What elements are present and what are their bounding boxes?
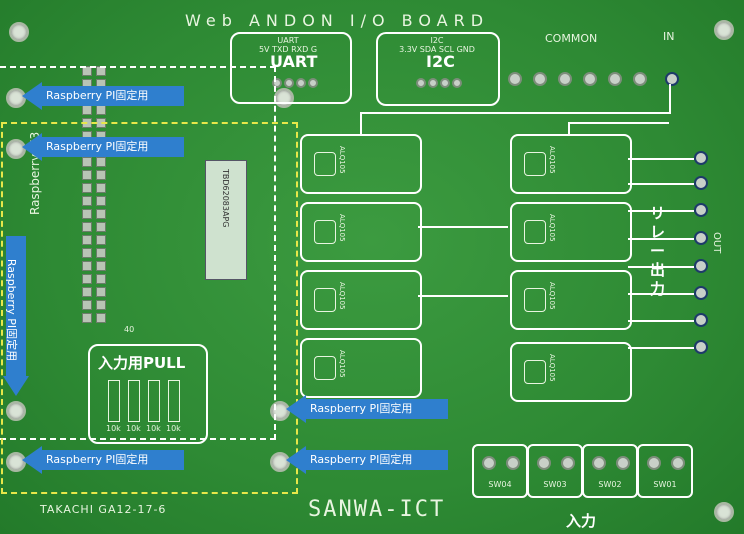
arrow-left-icon <box>286 446 306 474</box>
trace <box>628 266 694 268</box>
switch-sw02: SW02 <box>582 444 638 498</box>
trace <box>628 238 694 240</box>
trace <box>669 84 671 114</box>
relay-4: ALQ105 <box>300 338 422 398</box>
header-pin <box>82 170 92 180</box>
header-pin <box>82 248 92 258</box>
header-pin <box>82 157 92 167</box>
relay-5: ALQ105 <box>510 134 632 194</box>
common-label: COMMON <box>545 32 598 45</box>
trace <box>418 226 508 228</box>
trace <box>628 293 694 295</box>
trace <box>568 122 570 136</box>
arrow-left-icon <box>22 133 42 161</box>
trace <box>360 112 670 114</box>
pull-box: 入力用PULL 10k 10k 10k 10k <box>88 344 208 444</box>
header-pin <box>96 287 106 297</box>
pi-fix-tag: Raspberry PI固定用 <box>304 399 448 419</box>
header-pin <box>96 196 106 206</box>
switch-sw03: SW03 <box>527 444 583 498</box>
pi-fix-tag: Raspberry PI固定用 <box>40 450 184 470</box>
trace <box>628 210 694 212</box>
mount-hole <box>714 20 734 40</box>
header-pin <box>82 183 92 193</box>
uart-box: UART <box>230 32 352 104</box>
trace <box>568 122 669 124</box>
trace <box>628 183 694 185</box>
i2c-box: I2C <box>376 32 500 106</box>
trace <box>628 320 694 322</box>
header-pin <box>82 196 92 206</box>
header-pin <box>96 261 106 271</box>
header-pin <box>82 209 92 219</box>
mount-hole <box>9 22 29 42</box>
arrow-down-icon <box>3 376 29 396</box>
pi-outline <box>0 66 276 440</box>
header-pin <box>96 183 106 193</box>
header-pin <box>82 274 92 284</box>
input-label: 入力 <box>566 512 597 530</box>
header-pin <box>96 209 106 219</box>
switch-sw04: SW04 <box>472 444 528 498</box>
header-pin <box>96 157 106 167</box>
header-pin <box>82 222 92 232</box>
brand-label: SANWA-ICT <box>308 497 446 522</box>
board-title: Web ANDON I/O BOARD <box>185 11 490 30</box>
relay-8: ALQ105 <box>510 342 632 402</box>
header-pin <box>96 170 106 180</box>
header-pin <box>82 287 92 297</box>
uart-pin-labels: UART 5V TXD RXD G <box>258 36 318 54</box>
pi-fix-tag: Raspberry PI固定用 <box>40 86 184 106</box>
trace <box>360 112 362 136</box>
relay-6: ALQ105 <box>510 202 632 262</box>
trace <box>418 295 508 297</box>
relay-2: ALQ105 <box>300 202 422 262</box>
header-pin <box>96 300 106 310</box>
mount-hole <box>714 502 734 522</box>
header-pin <box>82 300 92 310</box>
header-pin <box>96 248 106 258</box>
pi-fix-tag: Raspberry PI固定用 <box>304 450 448 470</box>
header-pin <box>96 222 106 232</box>
header-pin <box>96 274 106 284</box>
in-label: IN <box>663 30 675 43</box>
pi-footprint <box>1 122 298 494</box>
arrow-left-icon <box>22 446 42 474</box>
trace <box>628 347 694 349</box>
pi-fix-tag: Raspberry PI固定用 <box>40 137 184 157</box>
header-pin <box>96 313 106 323</box>
relay-output-label: リ レ ー 出 力 <box>650 204 666 298</box>
mount-hole <box>6 401 26 421</box>
pin40-label: 40 <box>124 325 135 334</box>
switch-sw01: SW01 <box>637 444 693 498</box>
relay-7: ALQ105 <box>510 270 632 330</box>
header-pin <box>96 235 106 245</box>
pi-fix-tag-vertical: Raspberry PI固定用 <box>5 236 26 378</box>
arrow-left-icon <box>286 395 306 423</box>
relay-1: ALQ105 <box>300 134 422 194</box>
header-pin <box>82 313 92 323</box>
trace <box>628 158 694 160</box>
out-label: OUT <box>711 232 722 254</box>
i2c-pin-labels: I2C 3.3V SDA SCL GND <box>399 36 475 54</box>
header-pin <box>82 261 92 271</box>
header-pin <box>82 235 92 245</box>
model-label: TAKACHI GA12-17-6 <box>40 503 167 516</box>
driver-ic: TBD62083APG <box>205 160 247 280</box>
arrow-left-icon <box>22 82 42 110</box>
relay-3: ALQ105 <box>300 270 422 330</box>
